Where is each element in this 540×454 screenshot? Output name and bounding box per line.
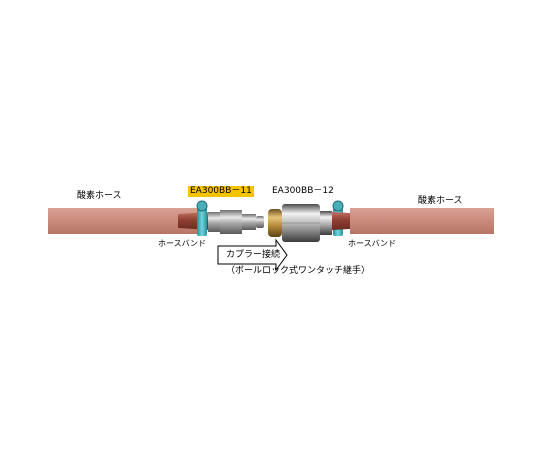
plug-stem bbox=[242, 214, 256, 230]
socket-body bbox=[320, 211, 332, 235]
right-band-screw bbox=[332, 200, 344, 212]
right-hose bbox=[350, 208, 494, 234]
left-hose bbox=[48, 208, 200, 234]
socket-part-number: EA300BB－12 bbox=[272, 186, 334, 196]
arrow-label: カプラー接続 bbox=[226, 250, 281, 260]
plug-part-number: EA300BB－11 bbox=[188, 186, 254, 197]
band-right-label: ホースバンド bbox=[348, 239, 396, 248]
plug-tip bbox=[256, 216, 264, 228]
hose-left-label: 酸素ホース bbox=[77, 191, 122, 201]
left-hose-band bbox=[197, 208, 207, 236]
left-band-screw bbox=[196, 200, 208, 212]
socket-nose bbox=[268, 209, 282, 237]
plug-hex bbox=[220, 210, 242, 234]
plug-collar bbox=[208, 212, 220, 232]
coupler-connect-arrow bbox=[217, 238, 288, 272]
hose-right-label: 酸素ホース bbox=[418, 196, 463, 206]
joint-type-label: （ボールロック式ワンタッチ継手） bbox=[226, 266, 371, 276]
band-left-label: ホースバンド bbox=[158, 239, 206, 248]
